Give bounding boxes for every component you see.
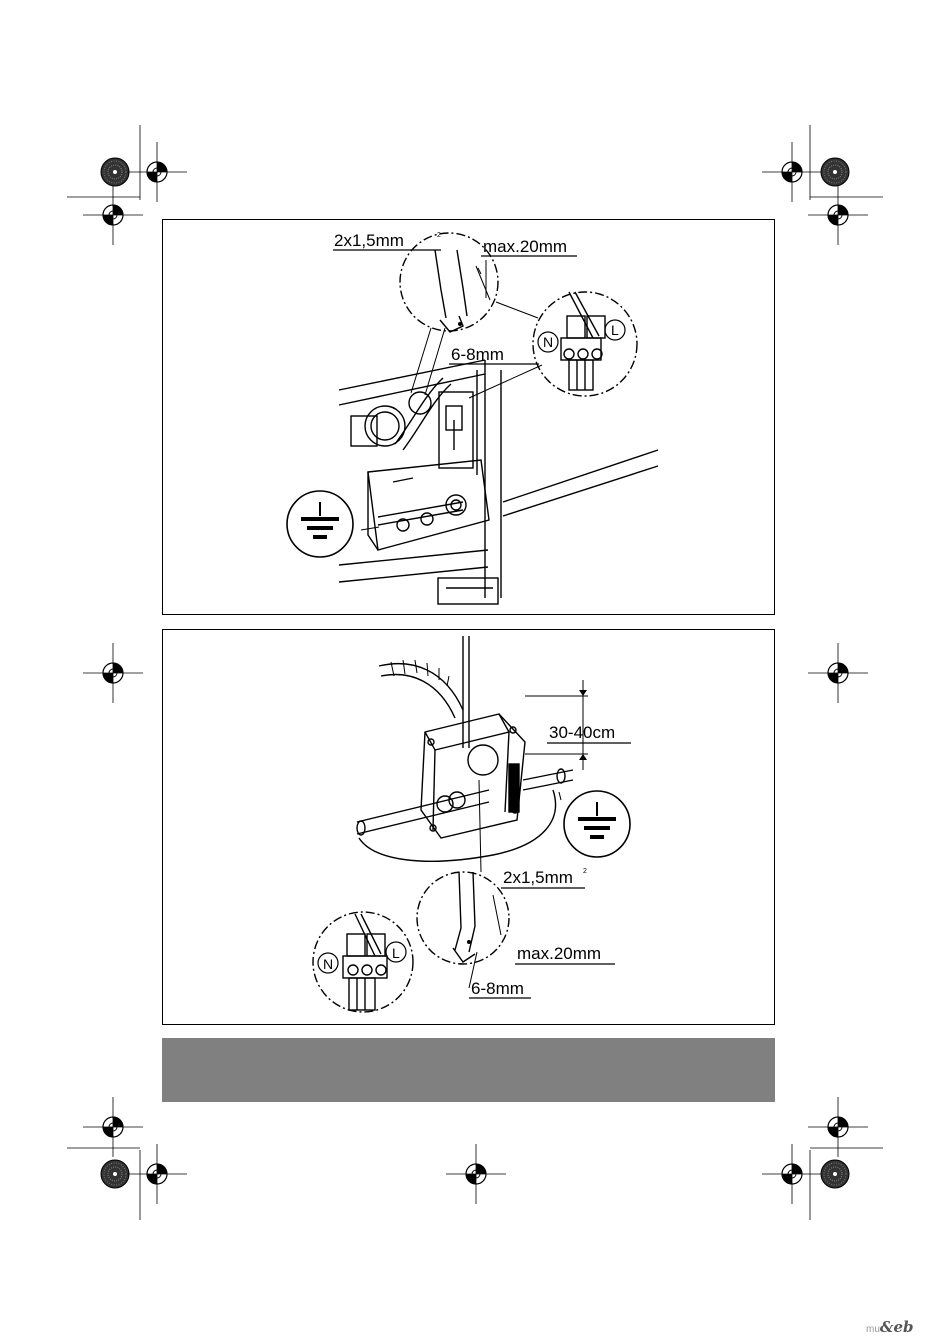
ground-symbol-icon-bottom [564,791,630,857]
ground-symbol-icon [287,491,353,557]
terminal-n-label-bottom: N [323,955,333,973]
terminal-l-label: L [611,321,619,339]
mount-height-label: 30-40cm [549,724,615,742]
cable-spec-superscript: 2 [437,232,441,240]
brand-logo: mu&eb [866,1318,913,1336]
grey-footer-band [162,1038,775,1102]
cable-spec-label-bottom: 2x1,5mm [503,869,573,887]
figure-bottom: 30-40cm 2x1,5mm 2 max.20mm 6-8mm N L [162,629,775,1025]
terminal-n-label: N [543,333,553,351]
logo-small-text: mu [866,1324,880,1335]
installation-drawing-bottom [163,630,775,1025]
logo-main-text: &eb [880,1318,914,1336]
strip-length-label-bottom: max.20mm [517,945,601,963]
wire-strip-label-bottom: 6-8mm [471,980,524,998]
cable-spec-label: 2x1,5mm [334,232,404,250]
wire-strip-label: 6-8mm [451,346,504,364]
cable-spec-superscript-bottom: 2 [583,868,587,876]
installation-drawing-top [163,220,775,615]
figure-top: 2x1,5mm 2 max.20mm 6-8mm N L [162,219,775,615]
terminal-l-label-bottom: L [392,944,400,962]
strip-length-label: max.20mm [483,238,567,256]
